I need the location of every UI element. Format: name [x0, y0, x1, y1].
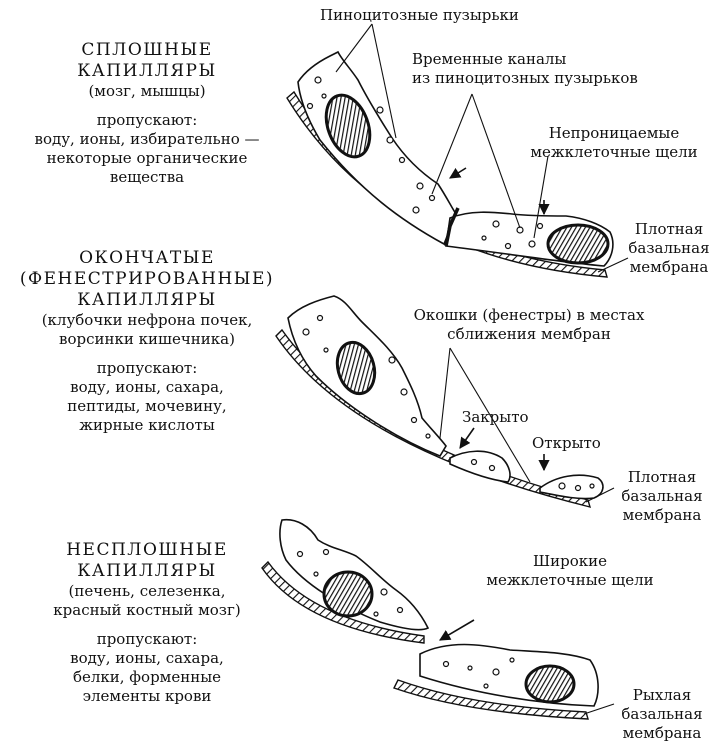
- section-examples: (клубочки нефрона почек, ворсинки кишечн…: [41, 311, 253, 348]
- pinocytic-vesicles: [306, 76, 544, 250]
- discontinuous-capillary-drawing: [261, 518, 599, 720]
- label-closed: Закрыто: [462, 408, 529, 426]
- fenestrated-capillary-drawing: [275, 295, 604, 508]
- section-discontinuous: НЕСПЛОШНЫЕ КАПИЛЛЯРЫ (печень, селезенка,…: [12, 540, 282, 706]
- continuous-capillary-drawing: [286, 50, 614, 278]
- label-pinocytic-vesicles: Пиноцитозные пузырьки: [320, 6, 519, 24]
- label-loose-membrane: Рыхлая базальная мембрана: [621, 686, 703, 742]
- label-wide-junctions: Широкие межклеточные щели: [486, 552, 654, 589]
- label-dense-membrane-1: Плотная базальная мембрана: [628, 220, 710, 276]
- vesicles: [302, 314, 595, 492]
- label-dense-membrane-2: Плотная базальная мембрана: [621, 468, 703, 524]
- loose-basement-membrane-right: [393, 679, 589, 720]
- nucleus: [546, 223, 610, 265]
- label-open: Открыто: [532, 434, 601, 452]
- section-permits: пропускают: воду, ионы, избирательно — н…: [34, 111, 260, 186]
- leader-lines-discontinuous: [583, 703, 615, 715]
- section-title: ОКОНЧАТЫЕ (ФЕНЕСТРИРОВАННЫЕ) КАПИЛЛЯРЫ: [19, 248, 275, 310]
- label-fenestrae: Окошки (фенестры) в местах сближения мем…: [413, 306, 645, 343]
- section-title: НЕСПЛОШНЫЕ КАПИЛЛЯРЫ: [66, 540, 228, 581]
- label-temporary-channels: Временные каналы из пиноцитозных пузырьк…: [412, 50, 638, 87]
- loose-basement-membrane-left: [261, 560, 425, 644]
- leader-lines-fenestrated: [439, 347, 615, 503]
- vesicles: [296, 548, 515, 689]
- section-permits: пропускают: воду, ионы, сахара, пептиды,…: [67, 359, 227, 434]
- label-tight-junctions: Непроницаемые межклеточные щели: [530, 124, 698, 161]
- endothelial-cell-right: [539, 474, 604, 500]
- nucleus: [335, 340, 377, 396]
- section-continuous: СПЛОШНЫЕ КАПИЛЛЯРЫ (мозг, мышцы) пропуск…: [22, 40, 272, 187]
- leader-lines-continuous: [335, 23, 629, 273]
- section-fenestrated: ОКОНЧАТЫЕ (ФЕНЕСТРИРОВАННЫЕ) КАПИЛЛЯРЫ (…: [0, 248, 294, 435]
- section-examples: (мозг, мышцы): [88, 82, 206, 100]
- nucleus: [524, 664, 576, 704]
- endothelial-cell-middle: [449, 450, 511, 483]
- section-title: СПЛОШНЫЕ КАПИЛЛЯРЫ: [77, 40, 217, 81]
- nucleus: [324, 93, 372, 159]
- section-permits: пропускают: воду, ионы, сахара, белки, ф…: [70, 630, 224, 705]
- nucleus: [322, 570, 374, 618]
- section-examples: (печень, селезенка, красный костный мозг…: [53, 582, 241, 619]
- tight-junction: [444, 207, 460, 247]
